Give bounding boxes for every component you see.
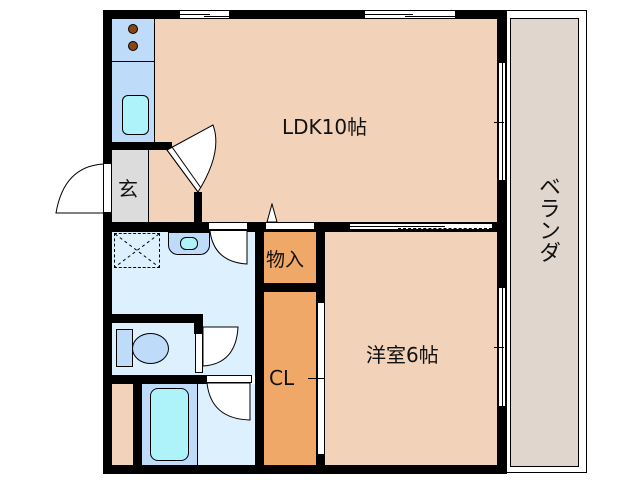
toilet-bowl-icon xyxy=(132,333,169,364)
wall-toilet-right xyxy=(194,314,203,334)
storage-strip xyxy=(112,384,134,465)
entry-door-opening xyxy=(103,163,112,213)
outer-wall-top xyxy=(103,10,507,19)
balcony-label: ベランダ xyxy=(535,175,560,263)
window-tick xyxy=(494,122,504,123)
window-ldk-balcony xyxy=(498,63,506,180)
wall-storage-cl xyxy=(255,283,325,292)
bathtub-icon xyxy=(150,388,189,461)
outer-wall-right xyxy=(497,10,507,474)
wash-basin-icon xyxy=(168,232,210,255)
sliding-door-ldk-western xyxy=(350,223,492,230)
balcony xyxy=(510,18,579,467)
ldk-door-icon xyxy=(166,124,217,193)
western-room-label: 洋室6帖 xyxy=(366,343,439,367)
storage-label: 物入 xyxy=(266,249,305,271)
ldk-label: LDK10帖 xyxy=(282,115,368,139)
window-tick xyxy=(494,347,504,348)
bath-door-icon xyxy=(206,382,251,421)
wall-bath-left xyxy=(133,384,142,466)
kitchen-sink-icon xyxy=(122,95,149,135)
outer-wall-bottom xyxy=(103,465,507,474)
wall-genkan-stub xyxy=(194,192,202,224)
entrance-label: 玄 xyxy=(118,177,138,201)
western-room xyxy=(325,232,497,465)
ldk-arrow-marker-icon xyxy=(266,203,278,223)
entry-door-icon xyxy=(55,163,105,214)
wall-above-toilet xyxy=(103,314,203,323)
storage-room xyxy=(264,232,317,283)
stove-burner-icon xyxy=(128,24,138,34)
ldk-lower-left xyxy=(148,150,158,223)
storage-door-opening xyxy=(265,222,315,230)
wash-door-opening xyxy=(208,222,248,230)
window-top-left xyxy=(180,10,229,19)
closet-label: CL xyxy=(269,366,295,390)
wash-door-icon xyxy=(209,230,248,265)
wall-below-toilet xyxy=(103,375,208,384)
ldk-room xyxy=(155,19,497,223)
outer-wall-left xyxy=(103,10,112,474)
toilet-door-icon xyxy=(202,326,239,367)
wall-ldk-bottom-left xyxy=(103,222,263,232)
stove-burner-icon xyxy=(128,41,138,51)
toilet-tank-icon xyxy=(116,329,133,367)
wall-wash-cl xyxy=(255,222,264,472)
washing-machine-pan-icon xyxy=(114,233,160,268)
window-top-right xyxy=(365,10,455,19)
wall-kitchen-genkan xyxy=(112,142,172,150)
closet-door-tick xyxy=(308,378,328,379)
entrance-area xyxy=(112,150,149,223)
